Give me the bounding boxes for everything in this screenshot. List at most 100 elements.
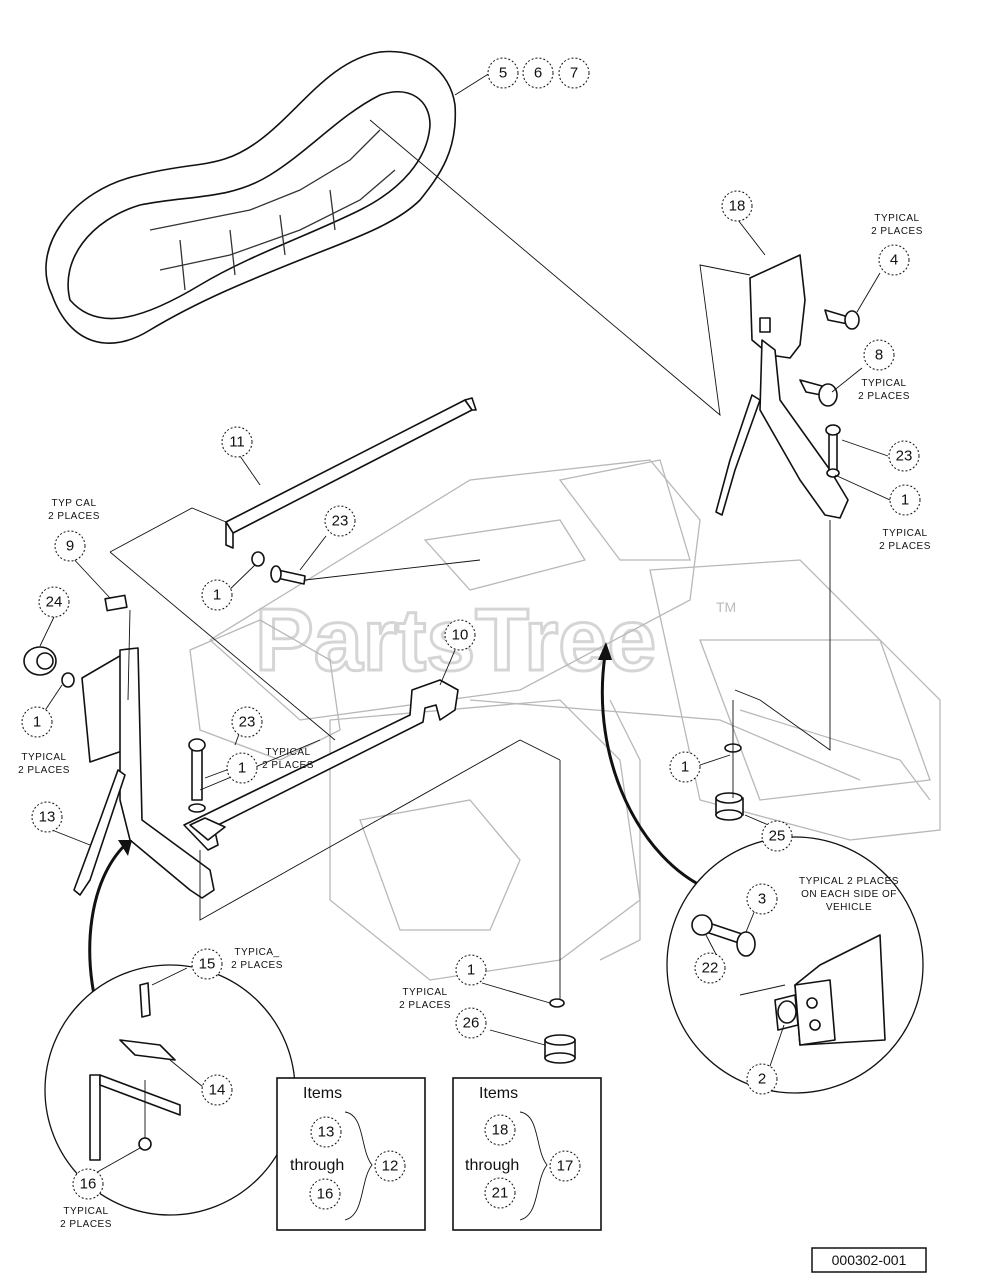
note-3-line3: VEHICLE xyxy=(826,902,872,913)
seat-support-bracket-left xyxy=(73,647,215,899)
note-16-line1: TYPICAL xyxy=(63,1206,108,1217)
callout-6: 6 xyxy=(522,57,554,89)
svg-text:1: 1 xyxy=(681,759,689,776)
callout-1-right: 1 xyxy=(889,484,921,516)
callout-16: 16 xyxy=(72,1168,104,1200)
svg-text:15: 15 xyxy=(199,956,216,973)
watermark-tm: TM xyxy=(716,599,736,615)
note-16-line2: 2 PLACES xyxy=(60,1219,112,1230)
callout-11: 11 xyxy=(221,426,253,458)
svg-text:26: 26 xyxy=(463,1015,480,1032)
svg-text:14: 14 xyxy=(209,1082,226,1099)
callout-1-left: 1 xyxy=(21,706,53,738)
svg-text:11: 11 xyxy=(229,434,245,451)
svg-text:16: 16 xyxy=(80,1176,97,1193)
detail-arrows xyxy=(88,642,711,1021)
detail-view-right xyxy=(666,836,924,1094)
note-1a-line2: 2 PLACES xyxy=(879,541,931,552)
svg-text:1: 1 xyxy=(33,714,41,731)
bolt-part-23-left xyxy=(188,738,206,813)
callout-1-mid: 1 xyxy=(201,579,233,611)
items-box-12-assembly: 12 xyxy=(382,1158,399,1175)
callout-15: 15 xyxy=(191,948,223,980)
note-3-line2: ON EACH SIDE OF xyxy=(801,889,897,900)
callout-22: 22 xyxy=(694,952,726,984)
callout-23-mid: 23 xyxy=(324,505,356,537)
note-1f-line1: TYPICAL xyxy=(402,987,447,998)
pad-part-9 xyxy=(104,594,128,612)
items-box-12: Items 13 through 16 12 xyxy=(276,1077,426,1231)
bolt-part-8 xyxy=(799,379,838,407)
bolt-part-23-top xyxy=(825,424,841,478)
svg-text:1: 1 xyxy=(213,587,221,604)
svg-text:25: 25 xyxy=(769,828,786,845)
svg-text:23: 23 xyxy=(239,714,256,731)
callout-1-lower-right: 1 xyxy=(669,751,701,783)
detail-view-left xyxy=(44,964,296,1216)
svg-text:1: 1 xyxy=(467,962,475,979)
note-15-line2: 2 PLACES xyxy=(231,960,283,971)
callout-3: 3 xyxy=(746,883,778,915)
leader-lines xyxy=(39,72,891,1176)
items-box-12-from: 13 xyxy=(318,1124,335,1141)
note-9-line1: TYP CAL xyxy=(52,498,97,509)
items-box-17: Items 18 through 21 17 xyxy=(452,1077,602,1231)
cross-bar-part-10 xyxy=(183,679,459,851)
note-23c-line1: TYPICAL xyxy=(265,747,310,758)
diagram-code: 000302-001 xyxy=(832,1252,907,1268)
svg-text:24: 24 xyxy=(46,594,63,611)
svg-text:1: 1 xyxy=(901,492,909,509)
callouts: 5 6 7 18 4 8 23 1 11 23 1 9 24 1 10 23 1… xyxy=(21,57,921,1200)
svg-text:4: 4 xyxy=(890,252,898,269)
callout-23-right: 23 xyxy=(888,440,920,472)
callout-8: 8 xyxy=(863,339,895,371)
svg-text:6: 6 xyxy=(534,65,542,82)
callout-25: 25 xyxy=(761,820,793,852)
svg-text:5: 5 xyxy=(499,65,507,82)
callout-10: 10 xyxy=(444,619,476,651)
bumper-part-26 xyxy=(544,998,576,1064)
note-3-line1: TYPICAL 2 PLACES xyxy=(799,876,899,887)
bolt-part-4 xyxy=(824,309,860,330)
items-box-17-to: 21 xyxy=(492,1185,509,1202)
note-23c-line2: 2 PLACES xyxy=(262,760,314,771)
svg-text:1: 1 xyxy=(238,760,246,777)
callout-26: 26 xyxy=(455,1007,487,1039)
callout-5: 5 xyxy=(487,57,519,89)
svg-text:22: 22 xyxy=(702,960,719,977)
svg-text:2: 2 xyxy=(758,1071,766,1088)
bar-part-11 xyxy=(225,397,477,549)
svg-text:8: 8 xyxy=(875,347,883,364)
svg-text:9: 9 xyxy=(66,538,74,555)
note-8-line1: TYPICAL xyxy=(861,378,906,389)
items-box-12-to: 16 xyxy=(317,1186,334,1203)
callout-1-center: 1 xyxy=(226,752,258,784)
notes: TYPICAL 2 PLACES TYPICAL 2 PLACES TYPICA… xyxy=(18,213,931,1230)
bumper-part-24 xyxy=(23,646,75,688)
callout-14: 14 xyxy=(201,1074,233,1106)
callout-24: 24 xyxy=(38,586,70,618)
note-8-line2: 2 PLACES xyxy=(858,391,910,402)
note-1c-line2: 2 PLACES xyxy=(18,765,70,776)
svg-text:3: 3 xyxy=(758,891,766,908)
svg-text:13: 13 xyxy=(39,809,56,826)
note-9-line2: 2 PLACES xyxy=(48,511,100,522)
bolt-part-23-mid xyxy=(251,551,306,585)
callout-7: 7 xyxy=(558,57,590,89)
note-1a-line1: TYPICAL xyxy=(882,528,927,539)
callout-9: 9 xyxy=(54,530,86,562)
note-1c-line1: TYPICAL xyxy=(21,752,66,763)
diagram-code-box: 000302-001 xyxy=(811,1247,927,1273)
items-box-17-title: Items xyxy=(479,1085,518,1102)
svg-text:18: 18 xyxy=(729,198,746,215)
note-15-line1: TYPICA_ xyxy=(234,947,279,958)
note-1f-line2: 2 PLACES xyxy=(399,1000,451,1011)
svg-text:23: 23 xyxy=(896,448,913,465)
items-box-12-title: Items xyxy=(303,1085,342,1102)
callout-13: 13 xyxy=(31,801,63,833)
callout-4: 4 xyxy=(878,244,910,276)
callout-2: 2 xyxy=(746,1063,778,1095)
note-4-line2: 2 PLACES xyxy=(871,226,923,237)
callout-23-left: 23 xyxy=(231,706,263,738)
